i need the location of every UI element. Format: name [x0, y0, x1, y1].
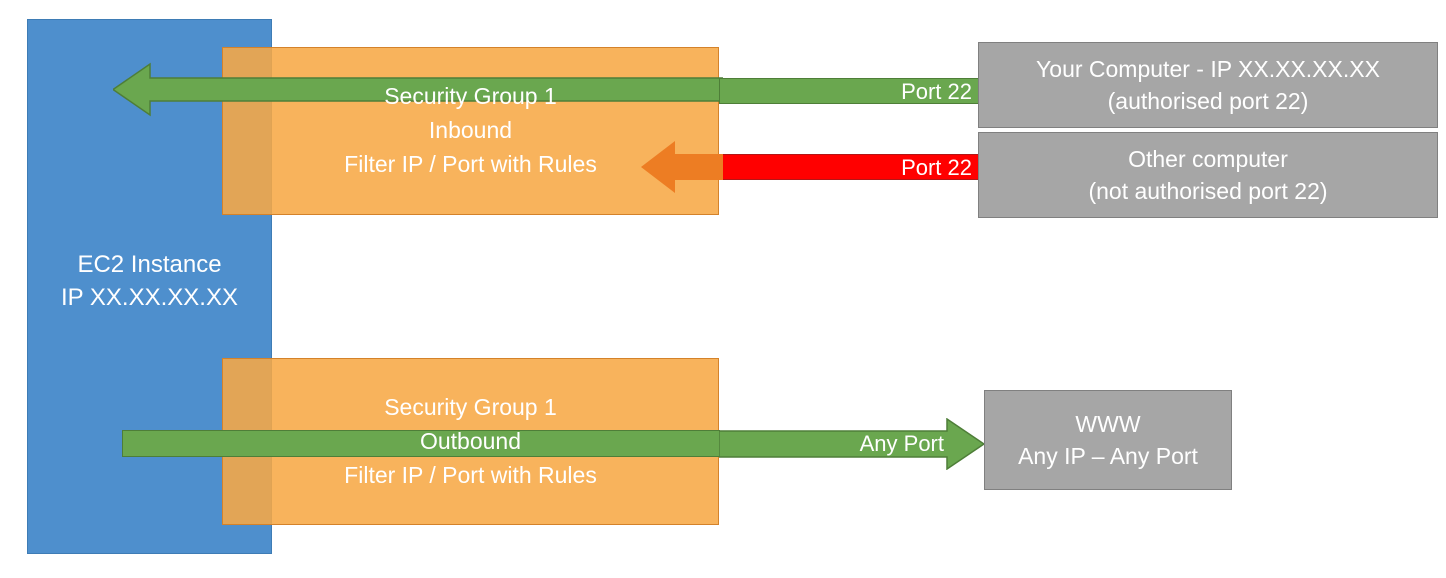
- blocked-inbound-connection-bar: [719, 154, 980, 180]
- sg-outbound-rules: Filter IP / Port with Rules: [344, 462, 597, 488]
- sg-outbound-title: Security Group 1: [384, 394, 557, 420]
- your-computer-subtitle: (authorised port 22): [1107, 88, 1309, 114]
- external-node-www: WWW Any IP – Any Port: [984, 390, 1232, 490]
- www-title: WWW: [1075, 411, 1141, 437]
- sg-inbound-rules: Filter IP / Port with Rules: [344, 151, 597, 177]
- blocked-inbound-port-label: Port 22: [901, 155, 972, 180]
- allowed-inbound-connection-bar: [719, 78, 980, 104]
- other-computer-title: Other computer: [1128, 146, 1288, 172]
- allowed-outbound-connection-bar: [122, 430, 720, 457]
- sg-inbound-direction: Inbound: [428, 117, 513, 143]
- security-group-inbound-box: [222, 47, 719, 215]
- security-group-inbound-label: Security Group 1 Inbound Filter IP / Por…: [222, 79, 719, 181]
- allowed-outbound-arrow: [718, 417, 986, 471]
- ec2-instance-ip: IP XX.XX.XX.XX: [61, 284, 238, 311]
- allowed-inbound-arrow: [113, 62, 723, 117]
- ec2-instance-name: EC2 Instance: [77, 251, 222, 278]
- your-computer-title: Your Computer - IP XX.XX.XX.XX: [1036, 56, 1380, 82]
- other-computer-subtitle: (not authorised port 22): [1088, 178, 1328, 204]
- external-node-your-computer: Your Computer - IP XX.XX.XX.XX (authoris…: [978, 42, 1438, 128]
- external-node-other-computer: Other computer (not authorised port 22): [978, 132, 1438, 218]
- sg-outbound-direction: Outbound: [419, 428, 522, 454]
- security-group-outbound-label: Security Group 1 Outbound Filter IP / Po…: [222, 390, 719, 492]
- sg-inbound-title: Security Group 1: [384, 83, 557, 109]
- allowed-inbound-port-label: Port 22: [901, 79, 972, 104]
- allowed-outbound-port-label: Any Port: [859, 431, 944, 456]
- blocked-traffic-arrowhead-icon: [641, 140, 723, 194]
- www-subtitle: Any IP – Any Port: [1018, 443, 1198, 469]
- ec2-instance-label: EC2 Instance IP XX.XX.XX.XX: [27, 248, 272, 314]
